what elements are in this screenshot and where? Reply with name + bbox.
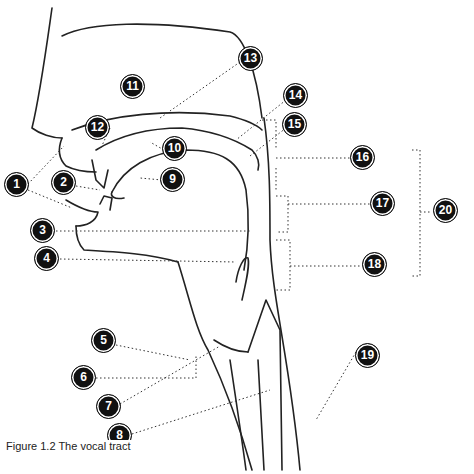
figure-caption: Figure 1.2 The vocal tract [4,440,133,452]
callout-number: 6 [71,365,96,390]
callout-number: 12 [85,115,110,140]
callout-number: 17 [370,191,395,216]
callout-number: 14 [283,83,308,108]
callout-number: 10 [162,136,187,161]
callout-number: 5 [91,328,116,353]
callout-number: 7 [96,394,121,419]
callout-number: 1 [4,172,29,197]
callout-number: 15 [282,112,307,137]
callout-number: 20 [433,198,458,223]
callout-number: 4 [34,246,59,271]
callout-number: 19 [355,343,380,368]
callout-number: 3 [30,218,55,243]
callout-number: 16 [350,145,375,170]
callout-number: 11 [120,74,145,99]
callout-number: 13 [238,46,263,71]
callout-number: 18 [362,252,387,277]
callout-number: 9 [160,167,185,192]
callout-number: 2 [51,170,76,195]
